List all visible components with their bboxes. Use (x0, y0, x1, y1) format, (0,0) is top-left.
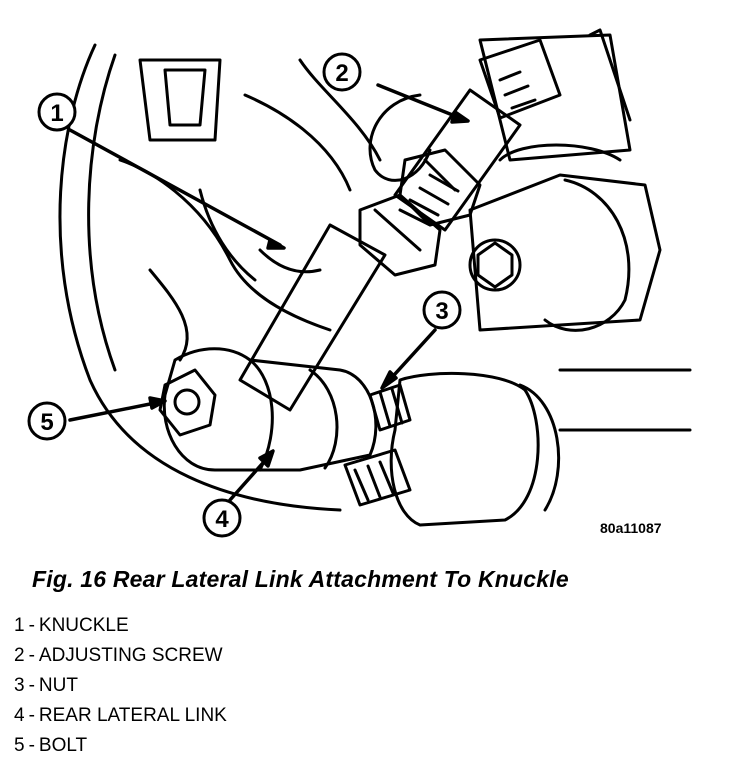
callout-2-number: 2 (335, 60, 348, 87)
callout-1: 1 (37, 92, 77, 132)
lateral-link-illustration: 1 2 3 4 5 (27, 28, 692, 538)
legend-separator: - (28, 705, 35, 726)
figure-code: 80a11087 (600, 520, 662, 536)
legend-number: 3 (14, 675, 25, 696)
callout-5: 5 (27, 401, 67, 441)
callout-2: 2 (322, 52, 362, 92)
callout-3: 3 (422, 290, 462, 330)
legend-item: 5-BOLT (14, 731, 227, 761)
legend-item: 2-ADJUSTING SCREW (14, 641, 227, 671)
legend-separator: - (28, 735, 35, 756)
parts-legend: 1-KNUCKLE 2-ADJUSTING SCREW 3-NUT 4-REAR… (14, 611, 227, 761)
legend-item: 3-NUT (14, 671, 227, 701)
bracket-drawing (343, 28, 692, 527)
legend-label: ADJUSTING SCREW (38, 645, 223, 666)
callout-4-number: 4 (215, 506, 229, 533)
legend-number: 5 (14, 735, 25, 756)
legend-number: 1 (14, 615, 25, 636)
legend-label: REAR LATERAL LINK (38, 705, 227, 726)
rear-lateral-link-drawing (162, 193, 442, 472)
legend-separator: - (28, 615, 35, 636)
bolt-drawing (158, 368, 217, 437)
figure-caption: Fig. 16 Rear Lateral Link Attachment To … (32, 566, 569, 592)
legend-item: 1-KNUCKLE (14, 611, 227, 641)
callout-5-number: 5 (40, 409, 53, 436)
legend-separator: - (28, 675, 35, 696)
adjusting-screw-drawing (393, 38, 562, 232)
callout-4: 4 (202, 498, 242, 538)
legend-number: 4 (14, 705, 25, 726)
callout-3-number: 3 (435, 298, 448, 325)
legend-item: 4-REAR LATERAL LINK (14, 701, 227, 731)
legend-number: 2 (14, 645, 25, 666)
legend-label: KNUCKLE (38, 615, 129, 636)
legend-separator: - (28, 645, 35, 666)
callout-leaders (68, 83, 470, 502)
legend-label: BOLT (38, 735, 88, 756)
callout-1-number: 1 (50, 100, 63, 127)
legend-label: NUT (38, 675, 78, 696)
